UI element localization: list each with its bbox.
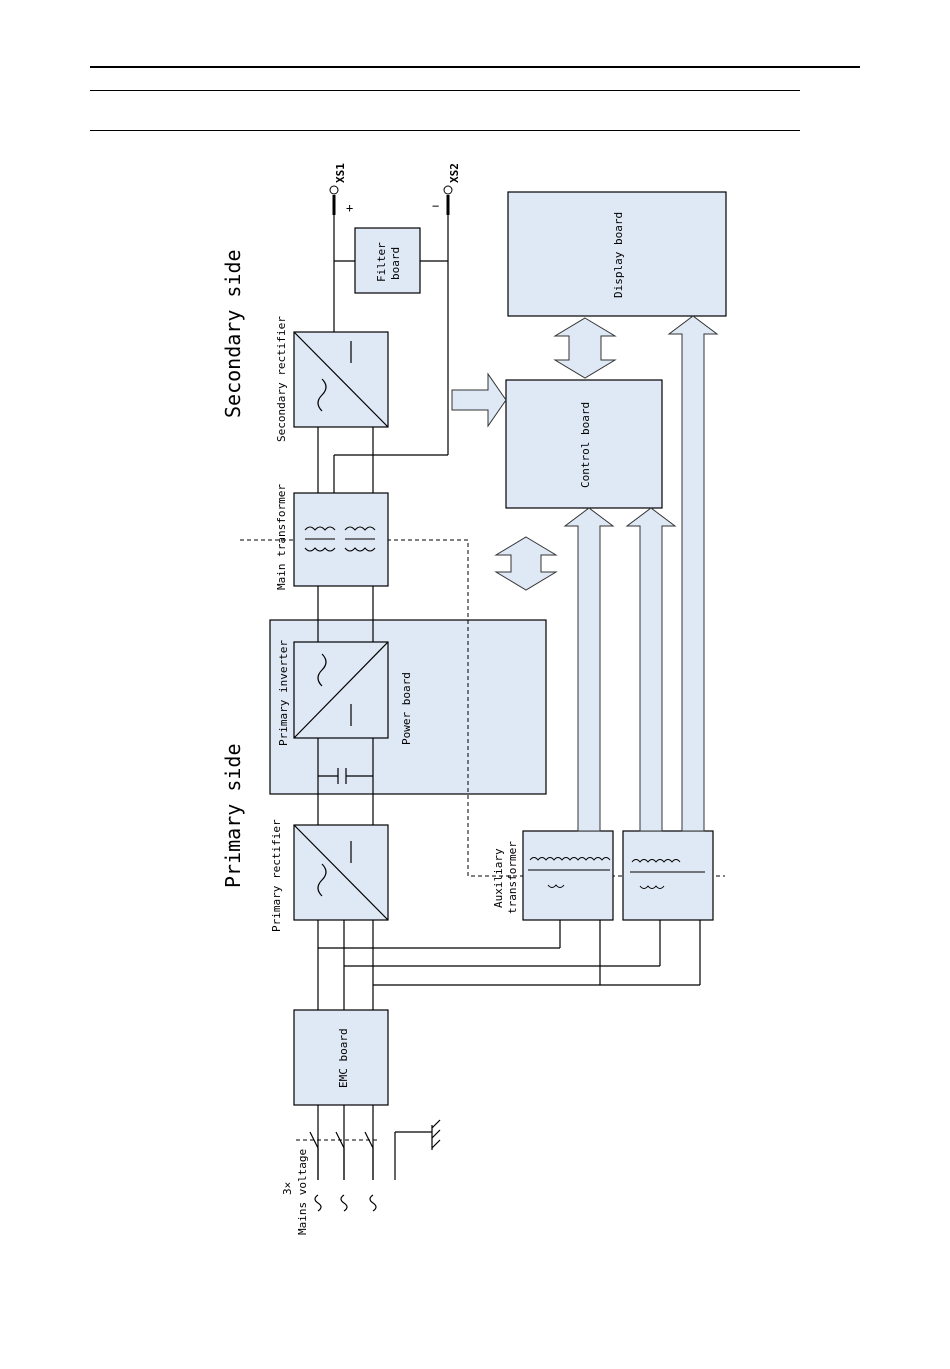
main-transformer-label: Main transformer: [275, 484, 288, 590]
aux-control-arrow-1: [565, 508, 613, 831]
auxiliary-label-2: transformer: [506, 841, 519, 914]
auxiliary-transformer-block-2: [623, 831, 713, 920]
primary-side-label: Primary side: [221, 744, 245, 889]
filter-board-label-2: board: [389, 247, 402, 280]
power-board-label: Power board: [400, 672, 413, 745]
mains-label-1: 3×: [281, 1182, 294, 1195]
aux-display-arrow: [669, 316, 717, 831]
filter-board-label-1: Filter: [375, 242, 388, 282]
minus-label: −: [432, 199, 439, 213]
control-display-double-arrow: [555, 318, 615, 378]
xs2-label: XS2: [448, 163, 461, 183]
secondary-rectifier-label: Secondary rectifier: [275, 316, 288, 442]
auxiliary-label-1: Auxiliary: [492, 848, 505, 908]
control-board-label: Control board: [579, 402, 592, 488]
mains-inputs: [310, 1132, 376, 1211]
plus-label: +: [346, 201, 353, 215]
primary-rectifier-label: Primary rectifier: [270, 819, 283, 932]
display-board-label: Display board: [612, 212, 625, 298]
emc-board-label: EMC board: [337, 1028, 350, 1088]
aux-control-arrow-2: [627, 508, 675, 831]
secondary-side-label: Secondary side: [221, 249, 245, 418]
auxiliary-transformer-block-1: [523, 831, 613, 920]
mains-label-2: Mains voltage: [296, 1149, 309, 1235]
xs1-label: XS1: [334, 163, 347, 183]
primary-inverter-label: Primary inverter: [277, 640, 290, 746]
secondary-control-arrow: [452, 374, 506, 426]
power-control-double-arrow: [496, 537, 556, 590]
